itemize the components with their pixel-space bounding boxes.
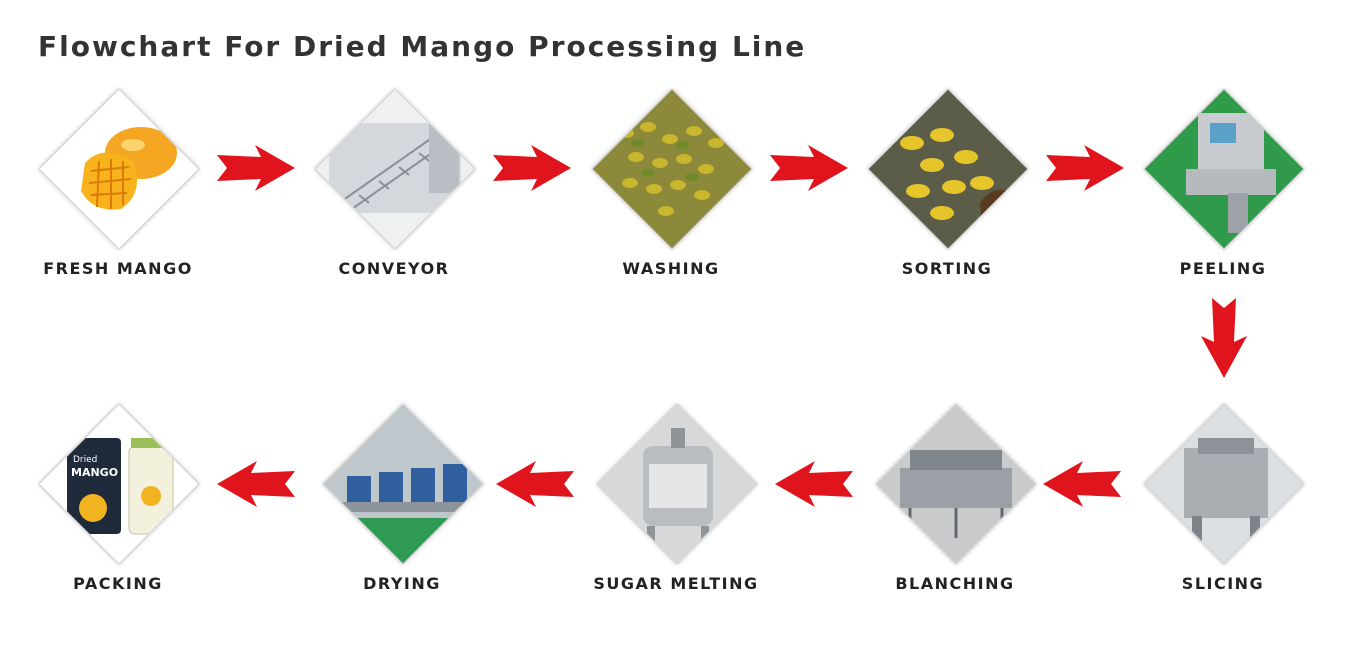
step-label: BLANCHING	[895, 574, 1015, 593]
washing-icon	[591, 88, 753, 250]
drying-image	[322, 403, 484, 565]
step-label: SUGAR MELTING	[593, 574, 759, 593]
fresh-mango-image	[38, 88, 200, 250]
sugar-tank-icon	[596, 403, 758, 565]
packed-mango-icon: Dried MANGO	[38, 403, 200, 565]
package-product-text: MANGO	[71, 466, 118, 479]
conveyor-icon	[314, 88, 476, 250]
blanching-image	[875, 403, 1037, 565]
sugar-melting-image	[596, 403, 758, 565]
drying-line-icon	[322, 403, 484, 565]
right-arrow-icon	[770, 145, 848, 191]
right-arrow-icon	[217, 145, 295, 191]
left-arrow-icon	[1043, 461, 1121, 507]
left-arrow-icon	[217, 461, 295, 507]
sorting-image	[867, 88, 1029, 250]
step-label: DRYING	[363, 574, 441, 593]
step-label: CONVEYOR	[338, 259, 450, 278]
package-brand-text: Dried	[73, 455, 97, 465]
slicing-image	[1143, 403, 1305, 565]
blanching-machine-icon	[875, 403, 1037, 565]
page-title: Flowchart For Dried Mango Processing Lin…	[38, 30, 807, 63]
step-label: SORTING	[901, 259, 993, 278]
peeling-machine-icon	[1143, 88, 1305, 250]
step-label: WASHING	[622, 259, 720, 278]
step-label: FRESH MANGO	[43, 259, 193, 278]
step-label: PACKING	[73, 574, 163, 593]
sorting-icon	[867, 88, 1029, 250]
down-arrow-icon	[1201, 298, 1247, 378]
conveyor-image	[314, 88, 476, 250]
step-label: SLICING	[1181, 574, 1265, 593]
left-arrow-icon	[775, 461, 853, 507]
right-arrow-icon	[1046, 145, 1124, 191]
washing-image	[591, 88, 753, 250]
step-label: PEELING	[1179, 259, 1267, 278]
peeling-image	[1143, 88, 1305, 250]
left-arrow-icon	[496, 461, 574, 507]
packing-image: Dried MANGO	[38, 403, 200, 565]
mango-icon	[38, 88, 200, 250]
slicing-machine-icon	[1143, 403, 1305, 565]
right-arrow-icon	[493, 145, 571, 191]
